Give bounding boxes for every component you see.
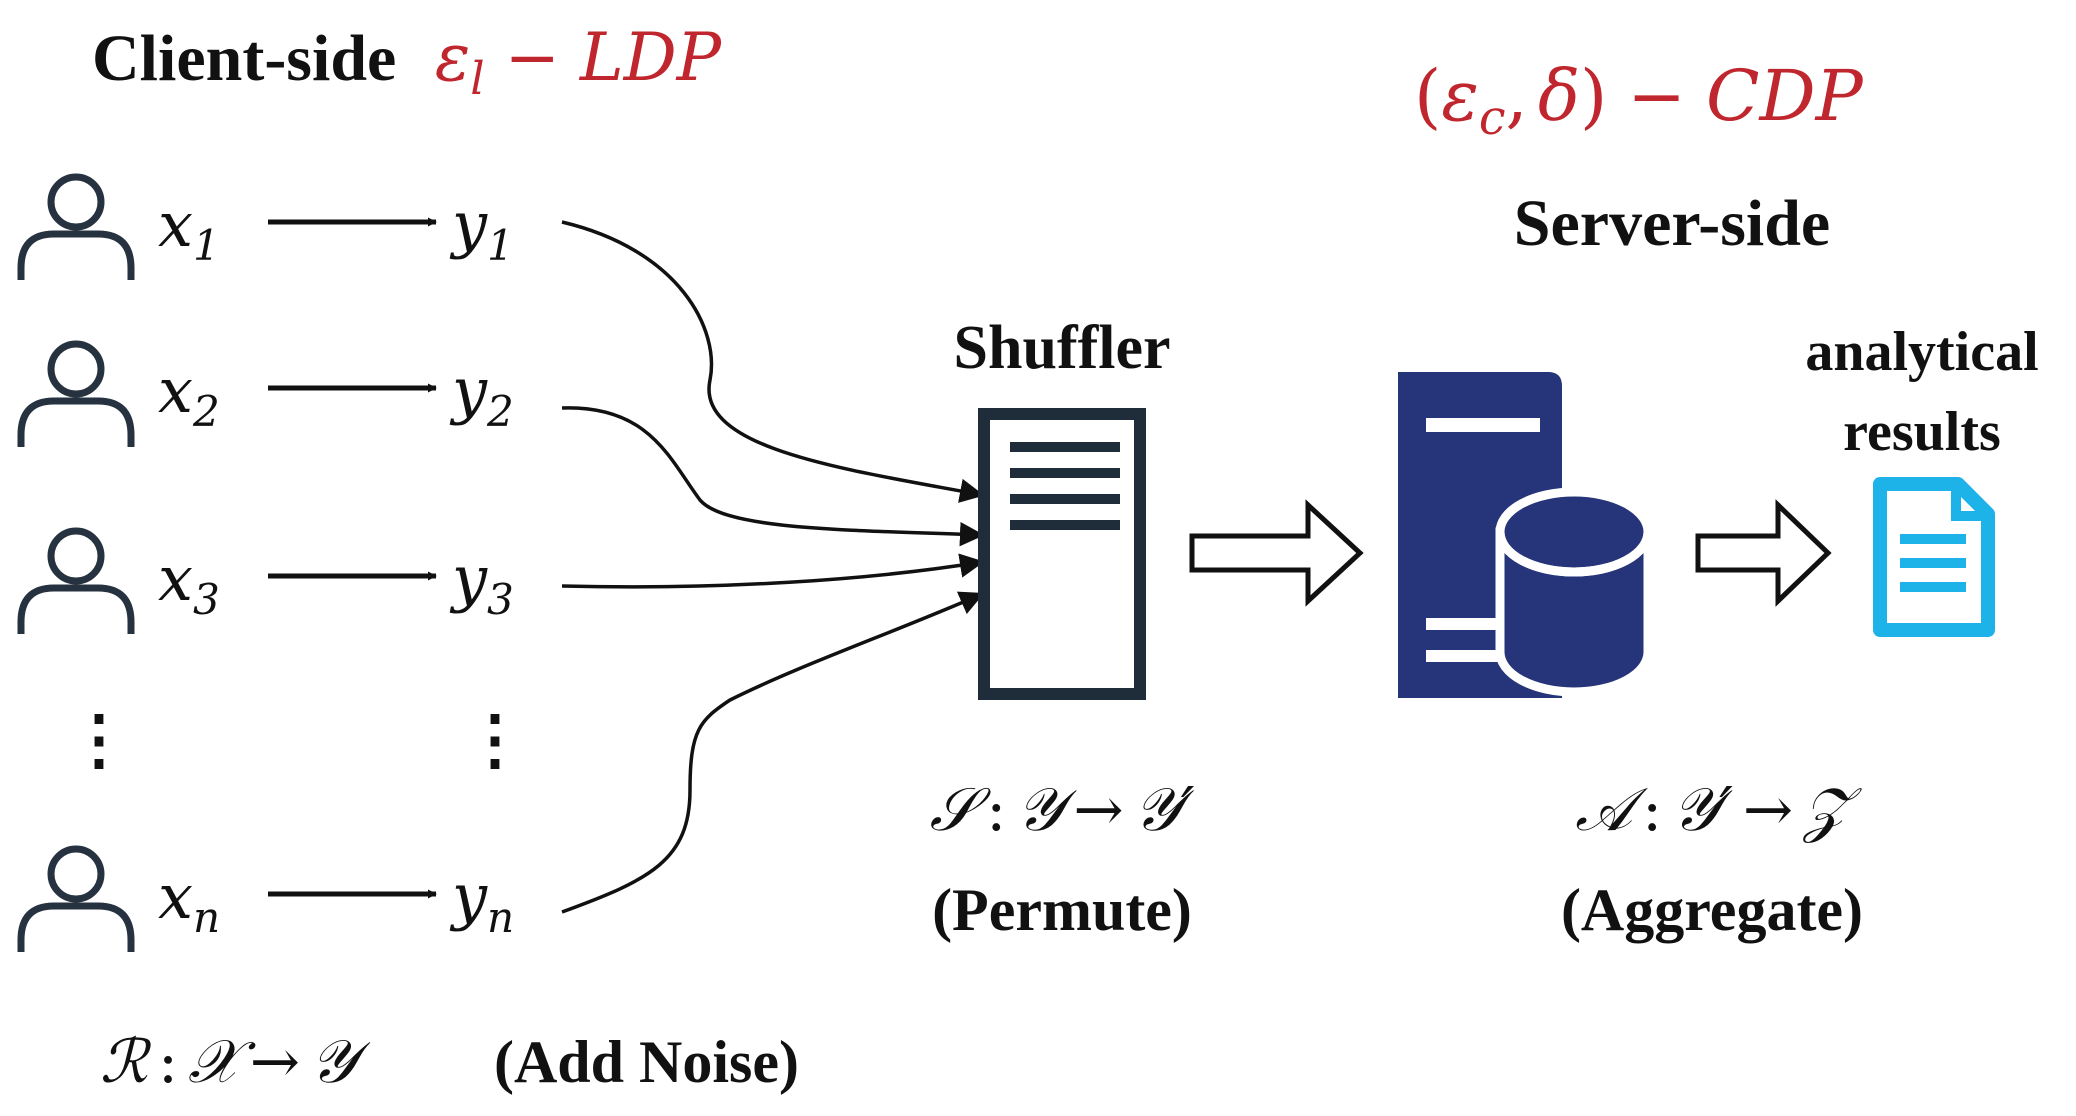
y-label-2: y2 <box>449 354 514 436</box>
shuffle-input-curve <box>561 591 985 914</box>
client-side-title: Client-side εl−LDP <box>92 19 723 105</box>
x-label-1: x1 <box>158 188 220 270</box>
vertical-dots: ⋮ <box>66 700 132 778</box>
shuffle-input-curve <box>561 553 985 589</box>
user-icon <box>21 344 131 447</box>
flow-arrow <box>1695 499 1832 607</box>
shuffler-server-icon <box>978 408 1146 700</box>
user-icon <box>21 849 131 952</box>
user-icon <box>21 177 131 280</box>
y-label-n: yn <box>449 860 514 942</box>
x-label-3: x3 <box>158 542 220 624</box>
document-icon <box>1873 477 1995 637</box>
shuffle-input-curve <box>561 406 985 547</box>
shuffle-input-curve <box>561 220 985 503</box>
server-side-title: Server-side <box>1514 187 1830 260</box>
server-mapping: 𝒜:𝒴′→𝒵 <box>1575 775 1862 845</box>
client-caption: (Add Noise) <box>494 1029 799 1095</box>
client-mapping: ℛ:𝒳→𝒴 <box>100 1027 371 1097</box>
shuffler-title: Shuffler <box>954 314 1171 382</box>
user-icon <box>21 531 131 634</box>
vertical-dots: ⋮ <box>462 700 528 778</box>
database-server-icon <box>1398 372 1653 698</box>
flow-arrow <box>1189 499 1364 607</box>
x-label-n: xn <box>158 860 220 942</box>
shuffler-mapping: 𝒮:𝒴→𝒴′ <box>930 775 1195 845</box>
y-label-1: y1 <box>449 188 514 270</box>
shuffler-caption: (Permute) <box>932 877 1192 943</box>
cdp-label: (εc,δ)−CDP <box>1414 55 1865 146</box>
y-label-3: y3 <box>449 542 514 624</box>
x-label-2: x2 <box>158 354 220 436</box>
server-caption: (Aggregate) <box>1561 877 1863 943</box>
results-label-line2: results <box>1843 401 2001 463</box>
results-label-line1: analytical <box>1805 321 2038 383</box>
